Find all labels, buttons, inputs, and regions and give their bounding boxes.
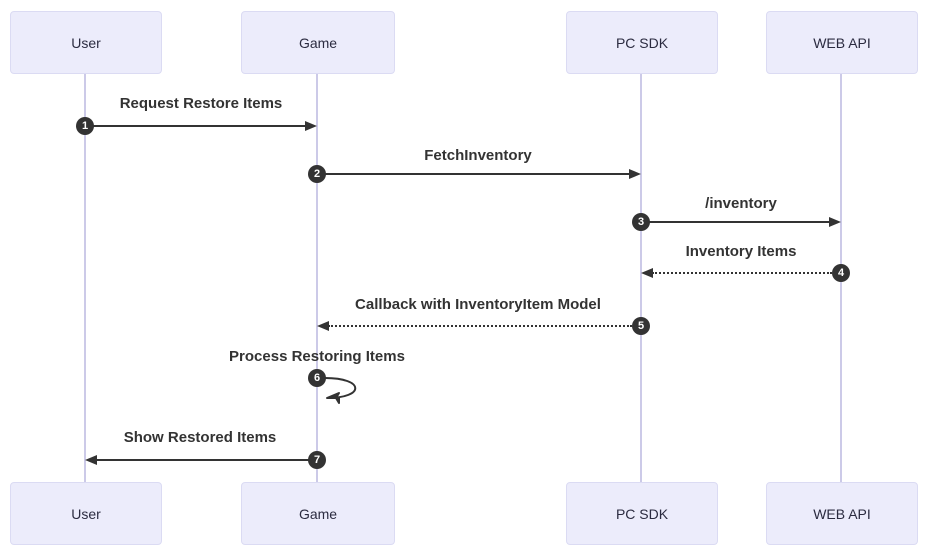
message-4-number: 4: [832, 264, 850, 282]
message-4-line: [652, 272, 832, 274]
message-2-line: [317, 173, 631, 175]
message-3-line: [641, 221, 831, 223]
actor-label: Game: [298, 505, 338, 522]
message-5-label: Callback with InventoryItem Model: [355, 296, 601, 313]
actor-top-pc-sdk: PC SDK: [566, 11, 718, 74]
message-7-number: 7: [308, 451, 326, 469]
message-2-number: 2: [308, 165, 326, 183]
actor-label: User: [71, 505, 101, 522]
message-3-number: 3: [632, 213, 650, 231]
actor-top-web-api: WEB API: [766, 11, 918, 74]
message-4-label: Inventory Items: [685, 243, 797, 260]
self-loop-icon: [324, 377, 357, 404]
actor-label: PC SDK: [615, 34, 669, 51]
message-1-line: [85, 125, 307, 127]
arrowhead-right-icon: [829, 217, 841, 227]
actor-label: PC SDK: [615, 505, 669, 522]
arrowhead-right-icon: [629, 169, 641, 179]
actor-label: WEB API: [813, 34, 871, 51]
message-5-number: 5: [632, 317, 650, 335]
actor-top-user: User: [10, 11, 162, 74]
actor-top-game: Game: [241, 11, 395, 74]
lifeline-game: [316, 73, 318, 482]
arrowhead-right-icon: [305, 121, 317, 131]
lifeline-user: [84, 73, 86, 482]
message-7-line: [96, 459, 317, 461]
arrowhead-left-icon: [641, 268, 653, 278]
message-6-label: Process Restoring Items: [229, 348, 405, 365]
actor-bottom-user: User: [10, 482, 162, 545]
actor-label: WEB API: [813, 505, 871, 522]
actor-bottom-pc-sdk: PC SDK: [566, 482, 718, 545]
actor-bottom-game: Game: [241, 482, 395, 545]
actor-label: Game: [298, 34, 338, 51]
message-5-line: [328, 325, 632, 327]
arrowhead-left-icon: [317, 321, 329, 331]
message-2-label: FetchInventory: [424, 147, 532, 164]
message-6-number: 6: [308, 369, 326, 387]
actor-label: User: [71, 34, 101, 51]
message-1-label: Request Restore Items: [119, 95, 283, 112]
actor-bottom-web-api: WEB API: [766, 482, 918, 545]
arrowhead-left-icon: [85, 455, 97, 465]
message-7-label: Show Restored Items: [123, 429, 277, 446]
message-3-label: /inventory: [705, 195, 777, 212]
message-1-number: 1: [76, 117, 94, 135]
